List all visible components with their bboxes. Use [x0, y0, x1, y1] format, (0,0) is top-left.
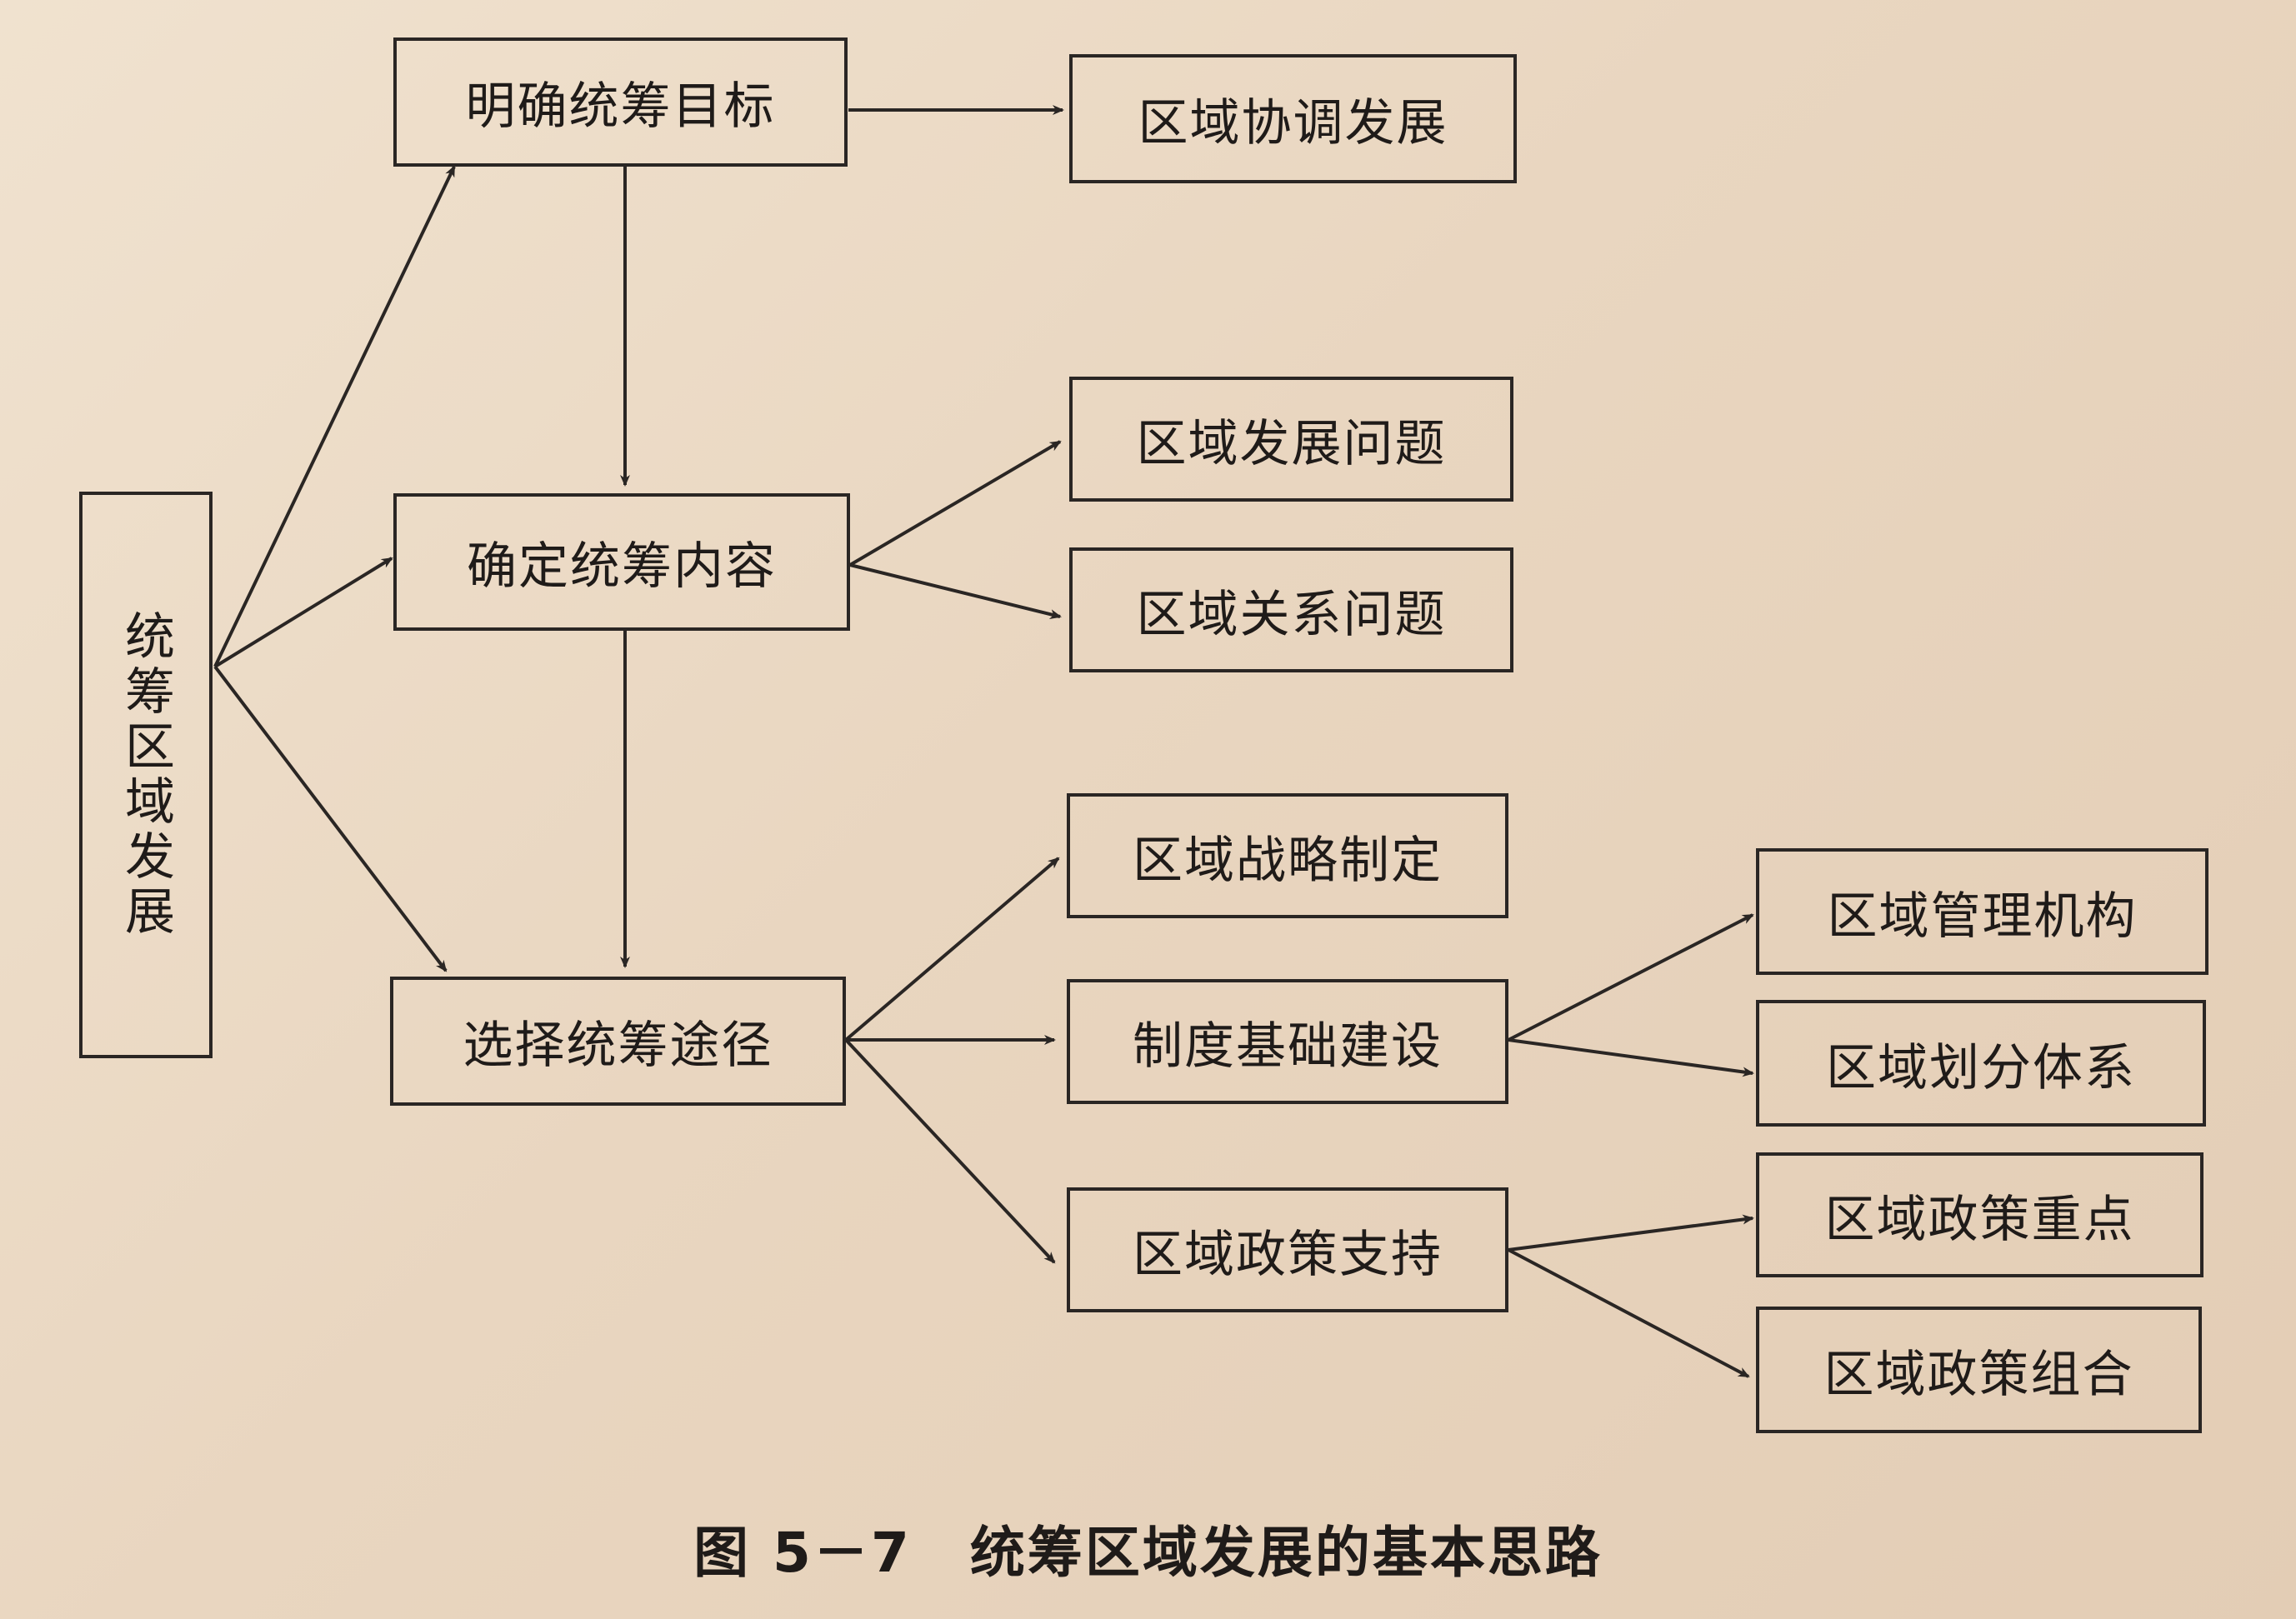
figure-caption: 图 5－7 统筹区域发展的基本思路: [0, 1508, 2296, 1588]
node-path: 选择统筹途径: [390, 977, 846, 1106]
node-policy-support: 区域政策支持: [1067, 1187, 1508, 1312]
arrow-root-to-content: [213, 557, 393, 668]
node-goal: 明确统筹目标: [393, 37, 848, 167]
node-policy-combo: 区域政策组合: [1756, 1307, 2202, 1433]
node-division: 区域划分体系: [1756, 1000, 2206, 1127]
arrow-path-to-policy-support: [844, 1038, 1056, 1264]
arrow-institution-to-mgmt-org: [1508, 913, 1754, 1042]
arrow-institution-to-division: [1508, 1038, 1754, 1077]
node-strategy: 区域战略制定: [1067, 793, 1508, 918]
arrow-policy-to-combo: [1508, 1248, 1750, 1378]
node-dev-issue: 区域发展问题: [1069, 377, 1513, 502]
node-goal-result: 区域协调发展: [1069, 54, 1517, 183]
arrow-root-to-goal: [213, 165, 456, 667]
arrow-content-to-dev-issue: [848, 440, 1062, 567]
arrow-content-to-relation-issue: [849, 563, 1062, 619]
figure-title: 统筹区域发展的基本思路: [969, 1521, 1603, 1585]
arrow-path-to-strategy: [844, 857, 1060, 1042]
node-mgmt-org: 区域管理机构: [1756, 848, 2208, 975]
node-policy-focus: 区域政策重点: [1756, 1152, 2203, 1277]
node-content: 确定统筹内容: [393, 493, 850, 631]
node-root: 统筹区域发展: [79, 492, 213, 1058]
figure-number: 图 5－7: [693, 1521, 912, 1585]
node-relation-issue: 区域关系问题: [1069, 547, 1513, 672]
arrow-root-to-path: [213, 665, 448, 972]
arrow-policy-to-focus: [1508, 1214, 1754, 1252]
node-institution: 制度基础建设: [1067, 979, 1508, 1104]
